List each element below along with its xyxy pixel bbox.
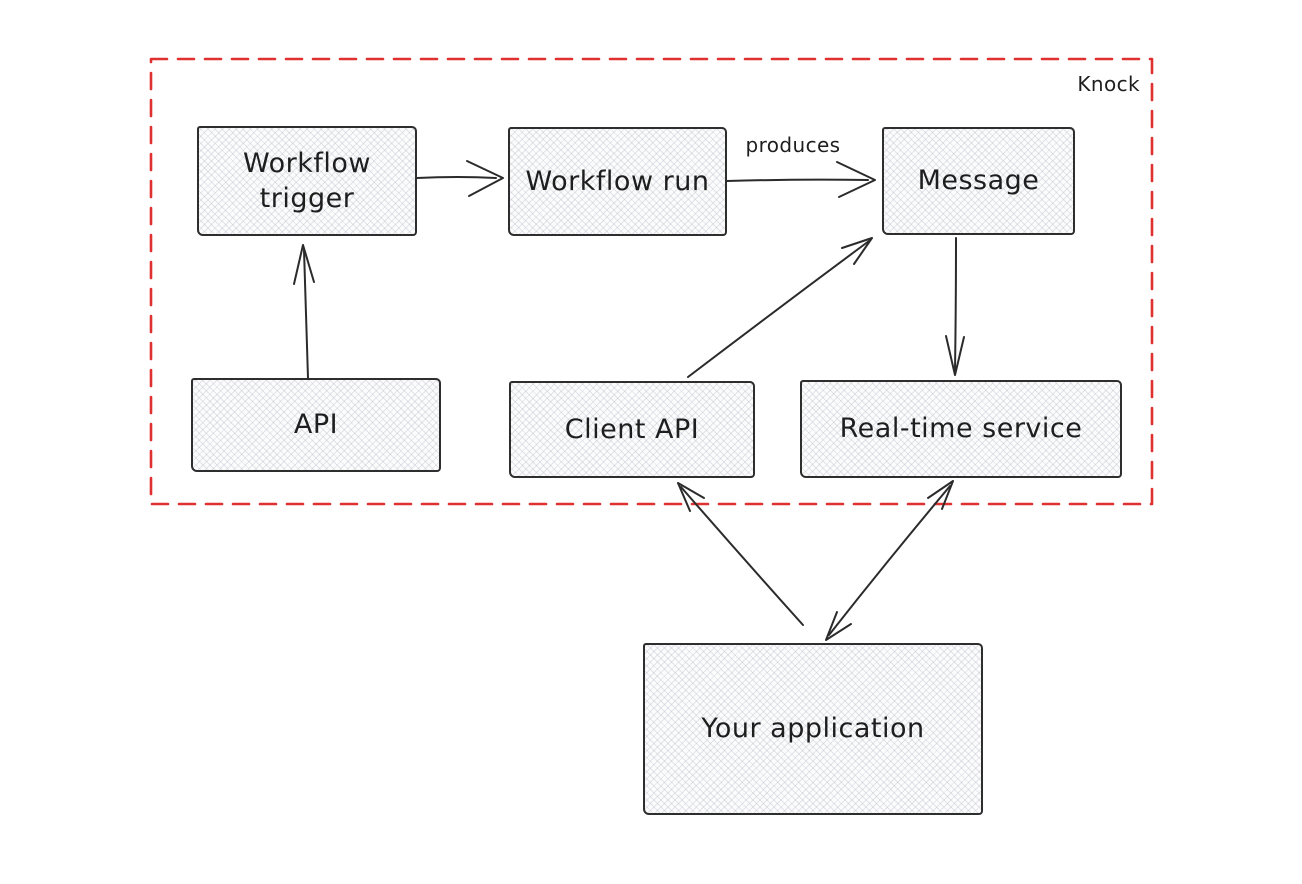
node-your-application: Your application [643,643,983,815]
edge-api-to-workflow-trigger [303,249,309,379]
arrowhead-workflow-run [466,160,504,197]
node-api: API [191,378,441,472]
edge-real-time-service-to-your-application [828,485,951,636]
node-real-time-service-label: Real-time service [839,413,1083,445]
arrowhead-client-api [677,482,705,512]
edge-label-produces: produces [745,133,841,157]
node-message: Message [882,127,1075,235]
node-workflow-trigger: Workflow trigger [197,126,417,236]
node-workflow-trigger-label: Workflow trigger [243,147,371,214]
edge-message-to-real-time-service [954,237,957,371]
edge-workflow-run-to-message [726,178,869,182]
arrowhead-real-time-service [945,335,965,376]
arrowhead-workflow-trigger [293,244,315,285]
node-workflow-run-label: Workflow run [525,165,710,197]
arrowhead-message-from-client-api [841,237,873,265]
knock-boundary-label: Knock [1077,72,1140,96]
node-workflow-run: Workflow run [508,127,727,236]
edge-client-api-to-message [687,240,870,378]
node-client-api-label: Client API [564,413,700,445]
node-real-time-service: Real-time service [800,380,1122,478]
node-api-label: API [293,409,339,441]
node-message-label: Message [917,165,1040,197]
node-your-application-label: Your application [701,713,925,745]
node-client-api: Client API [509,381,755,478]
arrowhead-real-time-service-upper [927,480,954,510]
edge-workflow-trigger-to-workflow-run [416,176,497,179]
edge-your-application-to-client-api [680,486,804,626]
arrowhead-your-application [825,611,852,641]
arrowhead-message [836,161,876,198]
